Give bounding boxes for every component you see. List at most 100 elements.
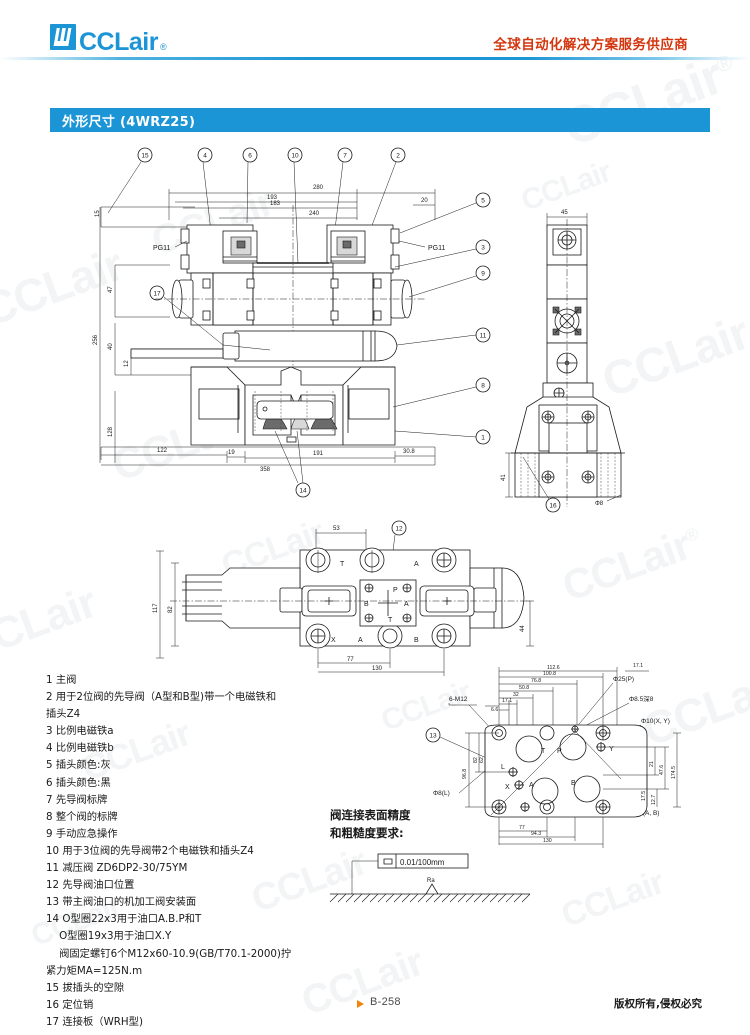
parts-legend: 1 主阀 2 用于2位阀的先导阀（A型和B型)带一个电磁铁和 插头Z4 3 比例… [46, 672, 346, 1031]
logo-mark-icon [50, 24, 76, 50]
header-divider [0, 57, 750, 60]
list-item: 12 先导阀油口位置 [46, 879, 135, 892]
svg-text:PG11: PG11 [153, 245, 170, 252]
svg-text:82: 82 [168, 606, 174, 613]
svg-text:Φ8.5深8: Φ8.5深8 [629, 694, 654, 703]
list-item: 14 O型圈22x3用于油口A.B.P和T [46, 913, 202, 926]
svg-text:77: 77 [347, 657, 354, 663]
dimension-44: 44 [520, 600, 534, 647]
svg-text:B: B [414, 637, 419, 644]
svg-text:112.6: 112.6 [547, 665, 560, 671]
svg-text:17.1: 17.1 [502, 698, 512, 704]
brand-name: CCLair [79, 28, 158, 56]
svg-text:45: 45 [561, 210, 568, 216]
list-item: 1 主阀 [46, 674, 77, 686]
svg-text:A: A [414, 561, 419, 568]
svg-text:16: 16 [549, 503, 557, 510]
list-item: 6 插头颜色:黑 [46, 776, 111, 789]
svg-text:P: P [557, 748, 562, 755]
flatness-symbol-diagram: 0.01/100mm Ra [329, 848, 531, 908]
svg-text:100.8: 100.8 [543, 671, 556, 677]
svg-text:76.8: 76.8 [531, 678, 541, 684]
svg-text:T: T [541, 748, 546, 755]
svg-text:12: 12 [124, 360, 130, 367]
list-item: 5 插头颜色:灰 [46, 759, 111, 772]
drawing-front-view: 15 4 6 10 7 2 280 193 183 240 20 15 [93, 145, 495, 505]
svg-text:Φ8: Φ8 [595, 501, 604, 507]
svg-text:44: 44 [520, 625, 526, 632]
registered-icon: ® [159, 42, 167, 52]
svg-text:L: L [501, 764, 505, 771]
svg-text:1: 1 [481, 435, 485, 442]
valve-front-body: PG11 PG11 [130, 205, 445, 446]
svg-text:15: 15 [141, 153, 149, 160]
surface-finish-note: 阀连接表面精度 和粗糙度要求: [330, 806, 411, 842]
dimension-41: 41 [501, 452, 513, 498]
watermark: CCLair [0, 577, 103, 672]
svg-text:3: 3 [481, 245, 485, 252]
list-item: 3 比例电磁铁a [46, 725, 114, 738]
list-item: 17 连接板（WRH型) [46, 1015, 143, 1028]
svg-text:47.6: 47.6 [659, 765, 665, 775]
brand-logo: CCLair ® [50, 24, 167, 57]
list-item: 4 比例电磁铁b [46, 742, 114, 755]
svg-text:B: B [571, 780, 576, 787]
dimensions-plan-bottom: 77 130 [317, 649, 445, 676]
dimensions-mount-left: 96.8 82 62 [462, 732, 513, 808]
list-item: 11 减压阀 ZD6DP2-30/75YM [46, 862, 188, 875]
watermark: CCLair [556, 863, 669, 935]
svg-text:256: 256 [93, 334, 99, 345]
valve-plan-body: P B A T [170, 547, 530, 649]
list-item: 16 定位销 [46, 998, 94, 1011]
page-marker-icon [357, 1000, 364, 1008]
svg-text:128: 128 [108, 426, 114, 437]
svg-text:77: 77 [519, 825, 525, 831]
svg-text:15: 15 [95, 210, 101, 217]
list-item: 2 用于2位阀的先导阀（A型和B型)带一个电磁铁和 [46, 691, 277, 704]
svg-text:T: T [340, 561, 345, 568]
svg-text:X: X [505, 784, 510, 791]
balloon-14: 14 [274, 430, 311, 498]
balloon-group-top: 15 4 6 10 7 2 [107, 147, 406, 276]
svg-text:183: 183 [270, 201, 281, 207]
svg-text:12: 12 [395, 526, 403, 533]
svg-text:17.1: 17.1 [633, 663, 643, 669]
svg-text:A: A [529, 782, 534, 789]
list-item: 阀固定螺钉6个M12x60-10.9(GB/T70.1-2000)拧 [46, 947, 292, 960]
svg-text:B: B [364, 601, 369, 608]
dimensions-bottom: 122 19 191 30.8 358 [100, 446, 436, 473]
balloon-group-right: 5 3 9 11 8 1 [392, 192, 491, 445]
dimensions-mount-top: 112.6 100.8 76.8 50.8 32 17.1 6.6 17.1 [485, 663, 649, 727]
svg-text:122: 122 [157, 448, 168, 454]
svg-text:193: 193 [267, 195, 278, 201]
note-line-1: 阀连接表面精度 [330, 808, 411, 822]
dimensions-left: 15 47 40 12 128 256 [93, 206, 210, 463]
svg-text:94.3: 94.3 [531, 831, 541, 837]
svg-text:358: 358 [260, 467, 271, 473]
page-header: CCLair ® 全球自动化解决方案服务供应商 [0, 0, 750, 72]
svg-text:7: 7 [343, 153, 347, 160]
list-item: 9 手动应急操作 [46, 827, 118, 840]
section-title-bar: 外形尺寸 (4WRZ25) [50, 108, 710, 132]
svg-text:32: 32 [513, 692, 519, 698]
svg-text:82: 82 [473, 757, 479, 763]
list-item: 10 用于3位阀的先导阀带2个电磁铁和插头Z4 [46, 844, 254, 857]
svg-text:280: 280 [313, 185, 324, 191]
svg-text:19: 19 [228, 450, 235, 456]
list-item: 8 整个阀的标牌 [46, 810, 118, 823]
svg-text:13: 13 [429, 733, 437, 740]
svg-text:X: X [331, 637, 336, 644]
svg-text:6: 6 [248, 153, 252, 160]
drawing-mounting-face: 13 112.6 100.8 76.8 50.8 32 17.1 6.6 17.… [425, 655, 725, 855]
svg-text:21: 21 [649, 761, 655, 767]
svg-text:Φ25(P): Φ25(P) [613, 676, 634, 683]
dimensions-mount-bottom: 77 94.3 130 [498, 817, 604, 848]
dimensions-top: 280 193 183 240 20 [168, 185, 436, 220]
svg-text:117: 117 [153, 603, 159, 613]
svg-text:11: 11 [480, 333, 487, 340]
flatness-value: 0.01/100mm [400, 858, 445, 867]
svg-text:130: 130 [543, 838, 552, 844]
section-title: 外形尺寸 (4WRZ25) [62, 115, 196, 130]
drawing-side-view: 45 [495, 195, 685, 515]
